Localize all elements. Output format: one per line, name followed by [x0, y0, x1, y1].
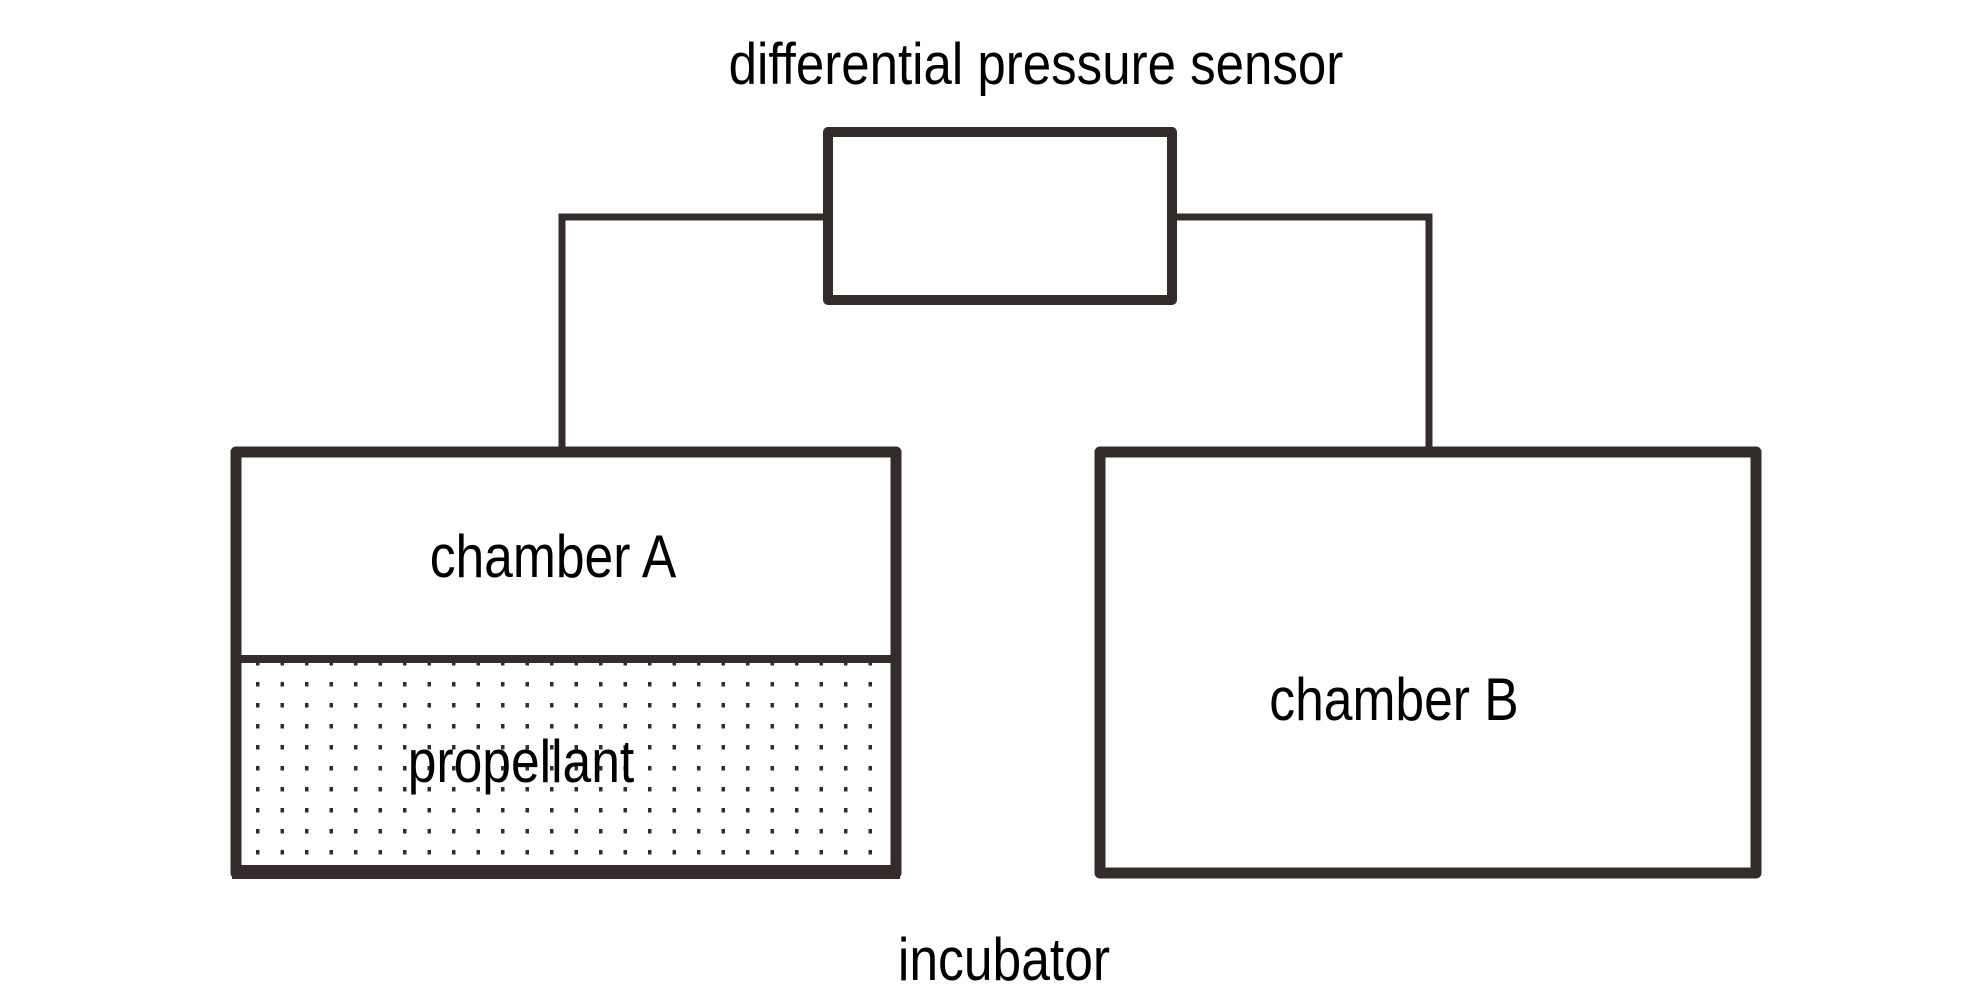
chamber-a-label: chamber A: [430, 522, 677, 590]
right-tube: [1172, 213, 1433, 448]
chamber-b-label: chamber B: [1269, 665, 1518, 733]
left-tube: [558, 213, 828, 448]
sensor-label: differential pressure sensor: [729, 32, 1344, 97]
pressure-sensor-box: [823, 127, 1177, 305]
propellant-label: propellant: [408, 727, 635, 795]
propellant-fill: [240, 659, 892, 871]
chamber-b-box: [1094, 446, 1762, 879]
incubator-label: incubator: [898, 925, 1110, 992]
